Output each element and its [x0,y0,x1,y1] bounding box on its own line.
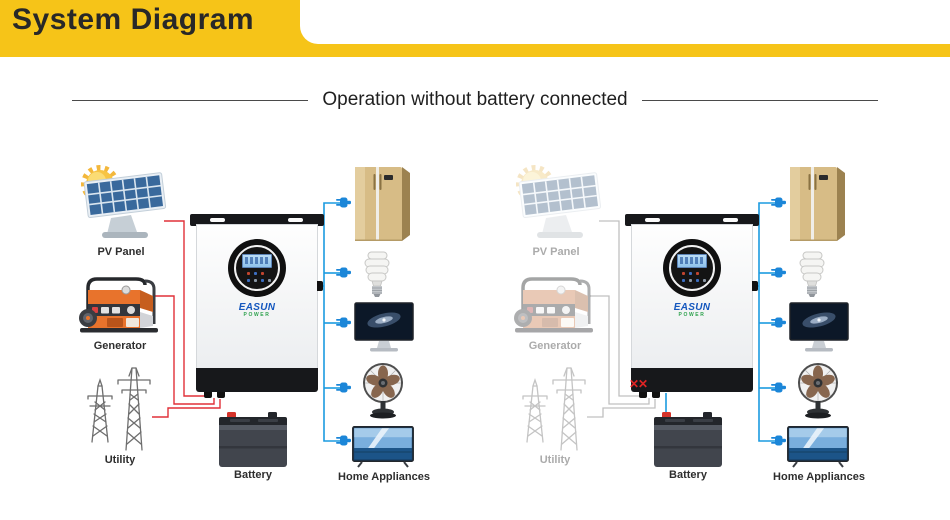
inverter-lcd-screen [677,254,707,268]
inverter-terminal [639,392,647,398]
wires-svg [152,202,340,442]
cfl-bulb-icon [799,251,825,297]
fault-x-marks: ✕✕ [629,377,648,391]
brand-name: EASUN [238,302,276,313]
brand-sub: POWER [678,312,706,318]
subtitle-rule-right [641,99,878,101]
tv-icon [787,426,849,468]
pv-panel-label: PV Panel [532,246,580,258]
inverter-terminal [204,392,212,398]
fan-icon [363,363,403,419]
plug-icon [771,267,786,278]
utility-towers-icon [87,367,151,451]
fan-icon [798,363,838,419]
wire-utility [152,399,221,418]
generator-icon [79,277,158,333]
subtitle-row: Operation without battery connected [0,84,950,116]
plug-icon [336,197,351,208]
home-appliances-label: Home Appliances [338,471,430,483]
inverter-ac-out-terminal [317,281,323,291]
inverter-buttons [247,279,271,282]
plug-icon [336,317,351,328]
inverter-logo: EASUN POWER [228,298,286,318]
panel-stand [542,215,572,234]
wire-utility-inactive [587,399,656,418]
wire-pv [164,220,206,397]
brand-sub: POWER [243,312,271,318]
inverter-display-ring [234,245,280,291]
brand-name: EASUN [673,302,711,313]
inverter-buttons [247,272,264,275]
inverter-display [663,239,721,297]
wire-ac-trunk [758,202,775,442]
inverter-terminal [652,392,660,398]
inverter-mount-bracket [625,214,759,226]
refrigerator-icon [355,167,410,241]
wire-ac-trunk [323,202,340,442]
pv-panel-icon [81,165,167,238]
monitor-icon [354,302,414,352]
header-banner: System Diagram [0,0,950,57]
pv-panel-label: PV Panel [97,246,145,258]
battery-icon [654,412,722,467]
utility-label: Utility [539,454,571,466]
inverter-base [196,368,318,392]
wire-generator-inactive [590,295,650,405]
inverter-display [228,239,286,297]
pv-panel-icon [516,165,602,238]
diagram-left: PV Panel Generator U [0,150,475,520]
utility-towers-icon [522,367,586,451]
plug-icon [336,267,351,278]
inverter-mount-bracket [190,214,324,226]
generator-icon [514,277,593,333]
plug-icon [336,382,351,393]
plug-icon [771,317,786,328]
utility-label: Utility [104,454,136,466]
inverter-logo: EASUN POWER [663,298,721,318]
battery-label: Battery [669,469,707,481]
wire-generator [155,295,215,405]
bracket-slot [210,218,225,222]
cfl-bulb-icon [364,251,390,297]
refrigerator-icon [790,167,845,241]
monitor-icon [789,302,849,352]
tv-icon [352,426,414,468]
solar-panel-icon [83,172,167,219]
plug-icon [771,435,786,446]
plug-icon [771,382,786,393]
inverter-lcd-screen [242,254,272,268]
subtitle: Operation without battery connected [322,89,628,110]
inverter-ac-out-terminal [752,281,758,291]
banner-decoration [300,0,950,44]
inverter-buttons [682,279,706,282]
page-title: System Diagram [12,3,255,36]
inverter-buttons [682,272,699,275]
solar-panel-icon [518,172,602,219]
generator-label: Generator [528,340,582,352]
generator-label: Generator [93,340,147,352]
inverter-terminal [217,392,225,398]
inverter-base [631,368,753,392]
subtitle-rule-left [72,99,309,101]
bracket-slot [723,218,738,222]
home-appliances-label: Home Appliances [773,471,865,483]
plug-icon [771,197,786,208]
plug-icon [336,435,351,446]
wire-pv-inactive [599,220,641,397]
battery-icon [219,412,287,467]
diagram-right: PV Panel Generator U [435,150,910,520]
bracket-slot [645,218,660,222]
bracket-slot [288,218,303,222]
inverter-display-ring [669,245,715,291]
panel-stand [107,215,137,234]
battery-label: Battery [234,469,272,481]
